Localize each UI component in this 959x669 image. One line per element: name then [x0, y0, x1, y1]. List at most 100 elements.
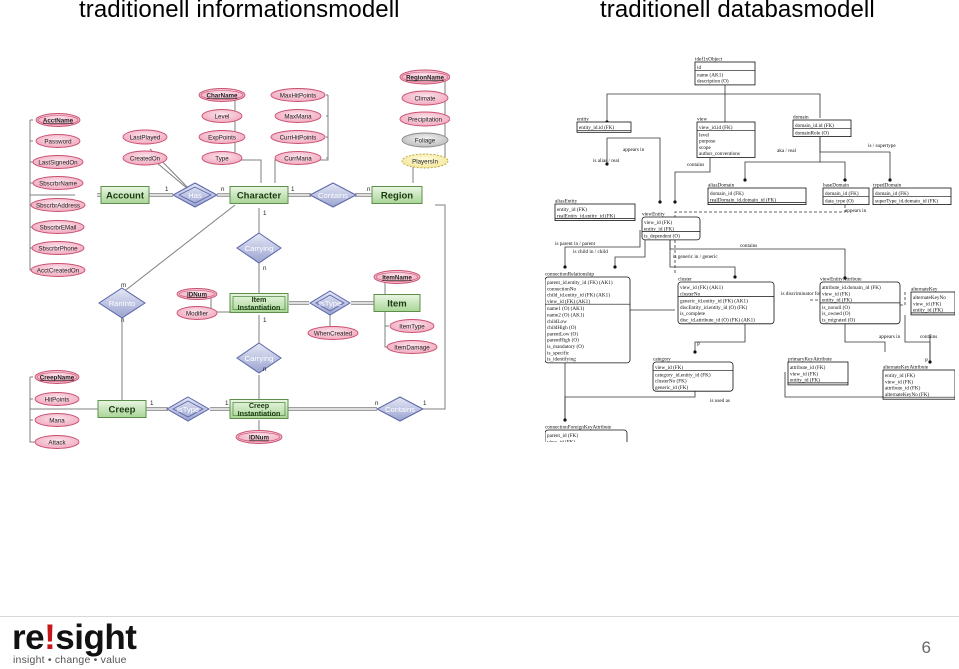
table-row: purpose	[699, 139, 716, 145]
char-raninto-link	[121, 204, 236, 294]
table-row: attribute_id.domain_id (FK)	[822, 284, 881, 291]
table-row: entity_id.id (FK)	[579, 124, 614, 131]
relationship-dot	[743, 178, 747, 182]
attribute-level: Level	[201, 109, 243, 123]
attribute-sbscrbraddress: SbscrbrAddress	[30, 198, 86, 212]
table-name: idef1xObject	[695, 56, 723, 63]
attribute-precipitation: Precipitation	[399, 111, 450, 127]
viewentity-connrel-parent	[564, 230, 641, 267]
svg-text:Has: Has	[188, 191, 202, 200]
table-row: parentHigh (O)	[547, 337, 579, 344]
svg-text:CharName: CharName	[207, 92, 239, 99]
table-row: disc_id.attribute_id (O) (FK) (AK1)	[680, 317, 755, 324]
idef-domain-line	[725, 93, 821, 118]
attribute-sbscrbremail: SbscrbrEMail	[31, 220, 85, 234]
entity-creep: Creep	[97, 400, 147, 418]
table-name: viewEntityAttribute	[820, 277, 862, 283]
entity-account: Account	[100, 186, 150, 204]
entity-region: Region	[371, 186, 423, 204]
svg-text:PlayersIn: PlayersIn	[412, 158, 438, 165]
svg-text:Password: Password	[44, 138, 72, 145]
table-row: entity_id (FK)	[557, 206, 587, 213]
relationship-label: aka / real	[777, 148, 797, 154]
table-row: category_id.entity_id (FK)	[655, 371, 711, 378]
svg-text:IsType: IsType	[319, 299, 341, 308]
basedomain-vea-dash	[674, 200, 846, 274]
relationship-label: is / supertype	[868, 143, 896, 149]
cardinality-label: n	[263, 265, 267, 272]
table-row: parent_id (FK)	[547, 432, 578, 439]
svg-text:Creep: Creep	[249, 401, 270, 410]
attribute-foliage: Foliage	[401, 132, 449, 148]
table-row: superType_id.domain_id (FK)	[875, 197, 938, 204]
svg-text:Instantiation: Instantiation	[238, 303, 281, 312]
table-row: childHigh (O)	[547, 324, 577, 331]
svg-text:Account: Account	[106, 191, 145, 202]
cardinality-label: n	[263, 366, 267, 373]
attribute-itemtype: ItemType	[389, 319, 435, 333]
domain-basedomain-line	[820, 161, 846, 180]
table-row: domain_id.id (FK)	[795, 122, 834, 129]
table-row: view_id.id (FK)	[699, 124, 733, 131]
viewentity-connrel-child	[614, 230, 646, 267]
page-number: 6	[921, 638, 931, 657]
attribute-playersin: PlayersIn	[401, 153, 449, 169]
table-row: view_id (FK) (AK1)	[547, 298, 590, 305]
table-connrel: connectionRelationshipparent_id.entity_i…	[545, 272, 631, 364]
er-diagram: AcctNamePasswordLastSignedOnSbscrbrNameS…	[29, 69, 450, 449]
table-row: is_complete	[680, 311, 706, 317]
table-row: childLow	[547, 319, 567, 325]
attribute-mana: Mana	[34, 413, 80, 427]
idef-entity-line	[606, 84, 726, 122]
table-name: entity	[577, 117, 589, 123]
relationship-dot	[563, 265, 567, 269]
svg-text:SbscrbrName: SbscrbrName	[39, 180, 77, 187]
table-vea: viewEntityAttributeattribute_id.domain_i…	[819, 277, 901, 325]
cluster-category-line	[694, 314, 746, 352]
logo-bang: !	[44, 618, 56, 657]
attribute-idnum-creep: IDNum	[235, 430, 283, 444]
cardinality-label: 1	[423, 400, 427, 407]
footer-divider	[0, 616, 959, 617]
table-row: is_owned (O)	[822, 310, 851, 317]
table-row: entity_id (FK)	[790, 377, 820, 384]
relationship-contains-top: Contains	[308, 182, 358, 208]
table-row: clusterNo	[680, 291, 701, 297]
svg-text:Creep: Creep	[109, 405, 136, 416]
svg-text:ItemName: ItemName	[382, 274, 412, 281]
entity-character: Character	[229, 186, 289, 204]
table-row: attribute_id (FK)	[885, 385, 921, 392]
table-row: is_nonull (O)	[822, 304, 850, 311]
attribute-currhitpoints: CurrHitPoints	[270, 130, 326, 144]
attribute-lastplayed: LastPlayed	[122, 129, 168, 145]
table-row: domain_id (FK)	[710, 190, 744, 197]
relationship-dot	[843, 276, 847, 280]
cardinality-label: 1	[291, 186, 295, 193]
table-row: entity_id (FK)	[913, 307, 943, 314]
svg-text:ItemDamage: ItemDamage	[394, 344, 430, 351]
table-row: generic_id.entity_id (FK) (AK1)	[680, 298, 748, 305]
table-row: entity_id (FK)	[885, 372, 915, 379]
svg-text:Climate: Climate	[415, 95, 437, 102]
table-row: view_id (FK) (AK1)	[680, 284, 723, 291]
table-row: is_mandatory (O)	[547, 343, 584, 350]
relationship-dot	[928, 360, 932, 364]
relationship-label: appears in	[845, 208, 867, 214]
relationship-has: Has	[171, 182, 219, 208]
attribute-regionname: RegionName	[399, 69, 450, 85]
table-name: connectionForeignKeyAttribute	[545, 425, 612, 431]
svg-text:AcctName: AcctName	[43, 117, 74, 124]
table-row: view_id (FK)	[644, 219, 672, 226]
svg-text:Modifier: Modifier	[186, 310, 208, 317]
attribute-exppoints: ExpPoints	[198, 130, 246, 144]
svg-text:SbscrbrAddress: SbscrbrAddress	[36, 202, 80, 209]
svg-text:RegionName: RegionName	[406, 74, 444, 81]
contains-region-bottom-link	[423, 204, 446, 410]
logo-word-b: sight	[55, 618, 137, 657]
